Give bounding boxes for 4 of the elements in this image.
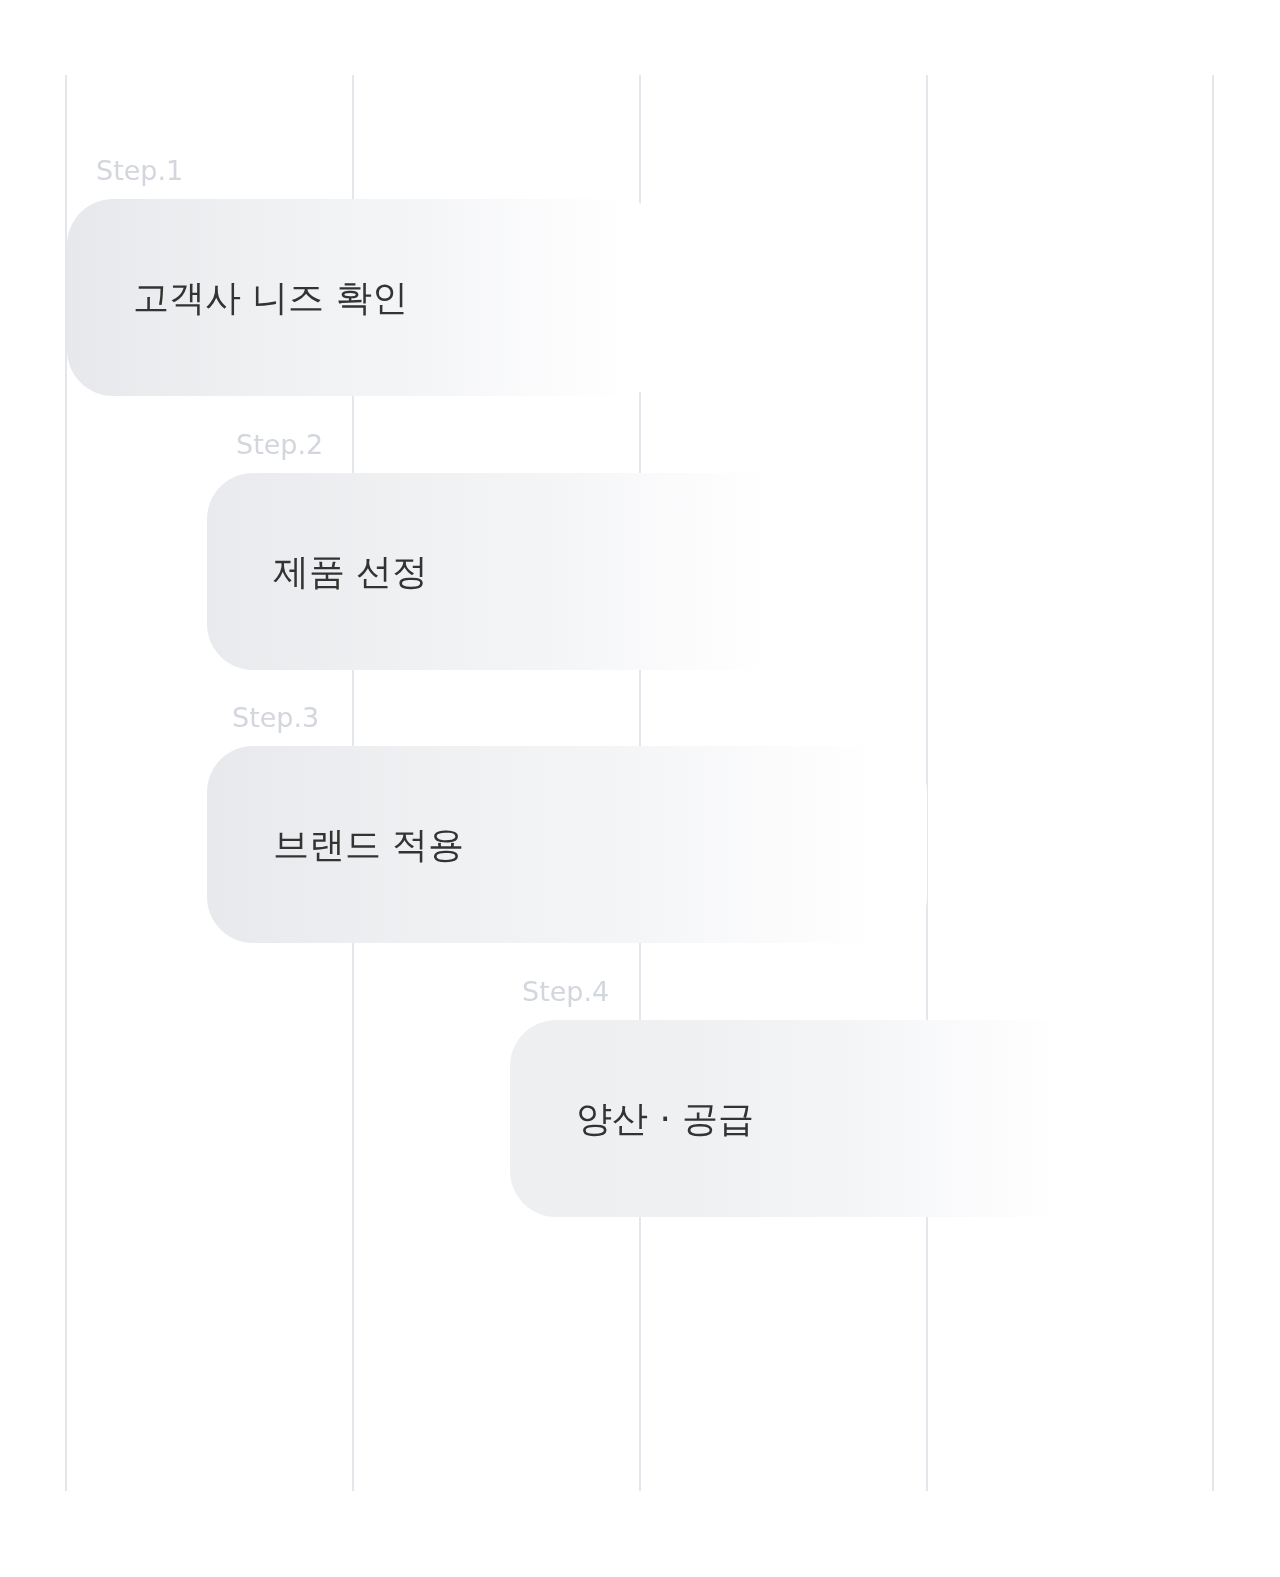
step-title: 브랜드 적용 (273, 822, 465, 867)
step-title: 고객사 니즈 확인 (133, 275, 408, 320)
step-title: 제품 선정 (273, 549, 429, 594)
step-title: 양산 · 공급 (576, 1096, 755, 1141)
